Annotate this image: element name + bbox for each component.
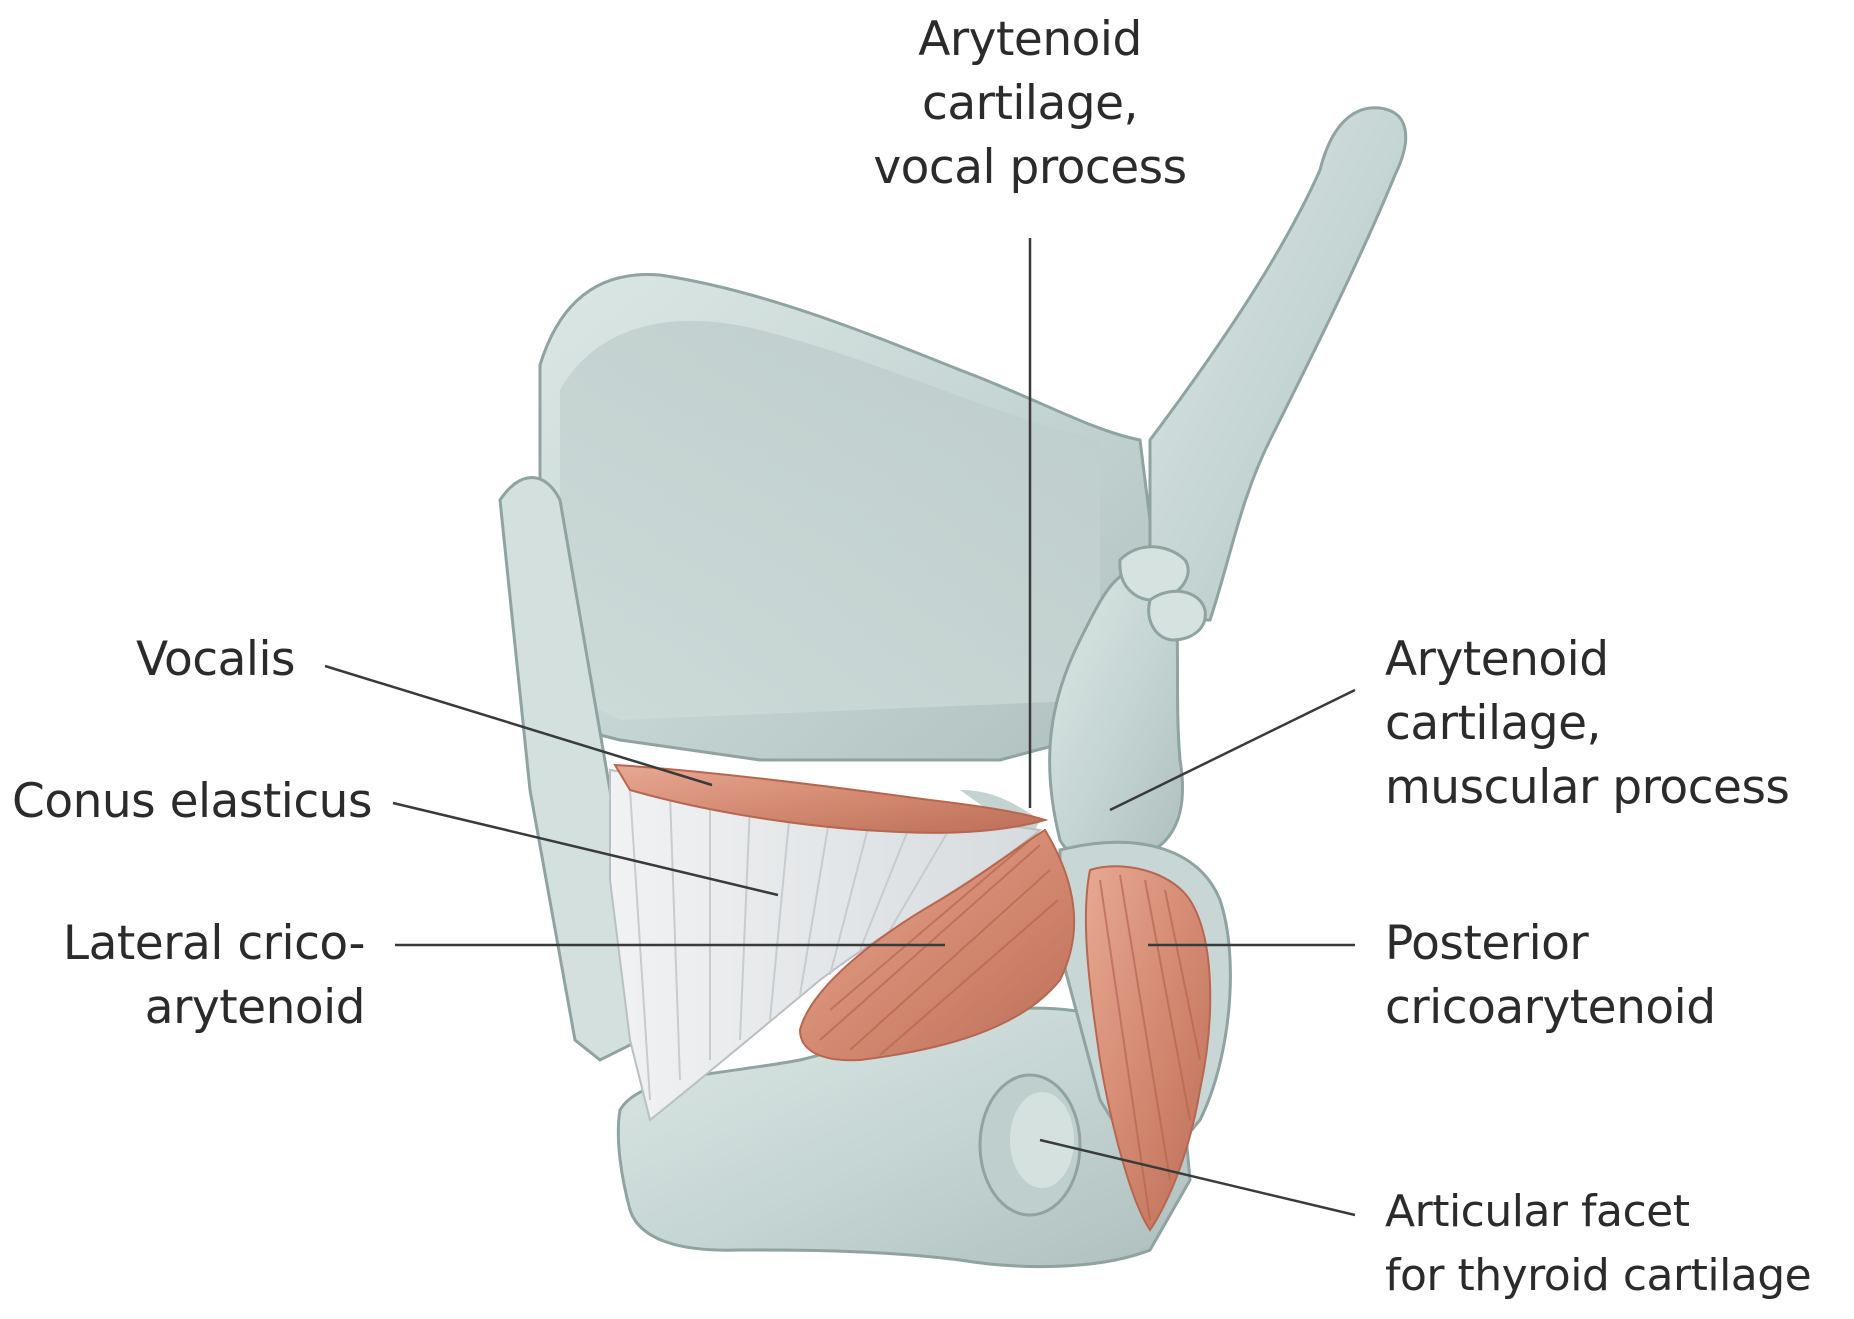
label-lateral-cricoarytenoid: Lateral crico- arytenoid bbox=[20, 912, 365, 1040]
label-line: Lateral crico- bbox=[20, 912, 365, 976]
label-line: cartilage, bbox=[1385, 692, 1825, 756]
label-posterior-cricoarytenoid: Posterior cricoarytenoid bbox=[1385, 912, 1805, 1040]
label-line: cricoarytenoid bbox=[1385, 976, 1805, 1040]
label-articular-facet: Articular facet for thyroid cartilage bbox=[1385, 1180, 1850, 1308]
label-line: Articular facet bbox=[1385, 1180, 1850, 1244]
label-vocalis: Vocalis bbox=[40, 628, 295, 692]
label-line: muscular process bbox=[1385, 756, 1825, 820]
label-line: Posterior bbox=[1385, 912, 1805, 976]
label-line: vocal process bbox=[835, 136, 1225, 200]
thyroid-lamina bbox=[540, 274, 1150, 760]
label-line: Arytenoid bbox=[835, 8, 1225, 72]
label-line: for thyroid cartilage bbox=[1385, 1244, 1850, 1308]
label-arytenoid-muscular-process: Arytenoid cartilage, muscular process bbox=[1385, 628, 1825, 820]
label-line: Arytenoid bbox=[1385, 628, 1825, 692]
label-line: Vocalis bbox=[40, 628, 295, 692]
label-line: Conus elasticus bbox=[12, 770, 392, 834]
label-line: cartilage, bbox=[835, 72, 1225, 136]
label-line: arytenoid bbox=[20, 976, 365, 1040]
label-arytenoid-vocal-process: Arytenoid cartilage, vocal process bbox=[835, 8, 1225, 200]
label-conus-elasticus: Conus elasticus bbox=[12, 770, 392, 834]
